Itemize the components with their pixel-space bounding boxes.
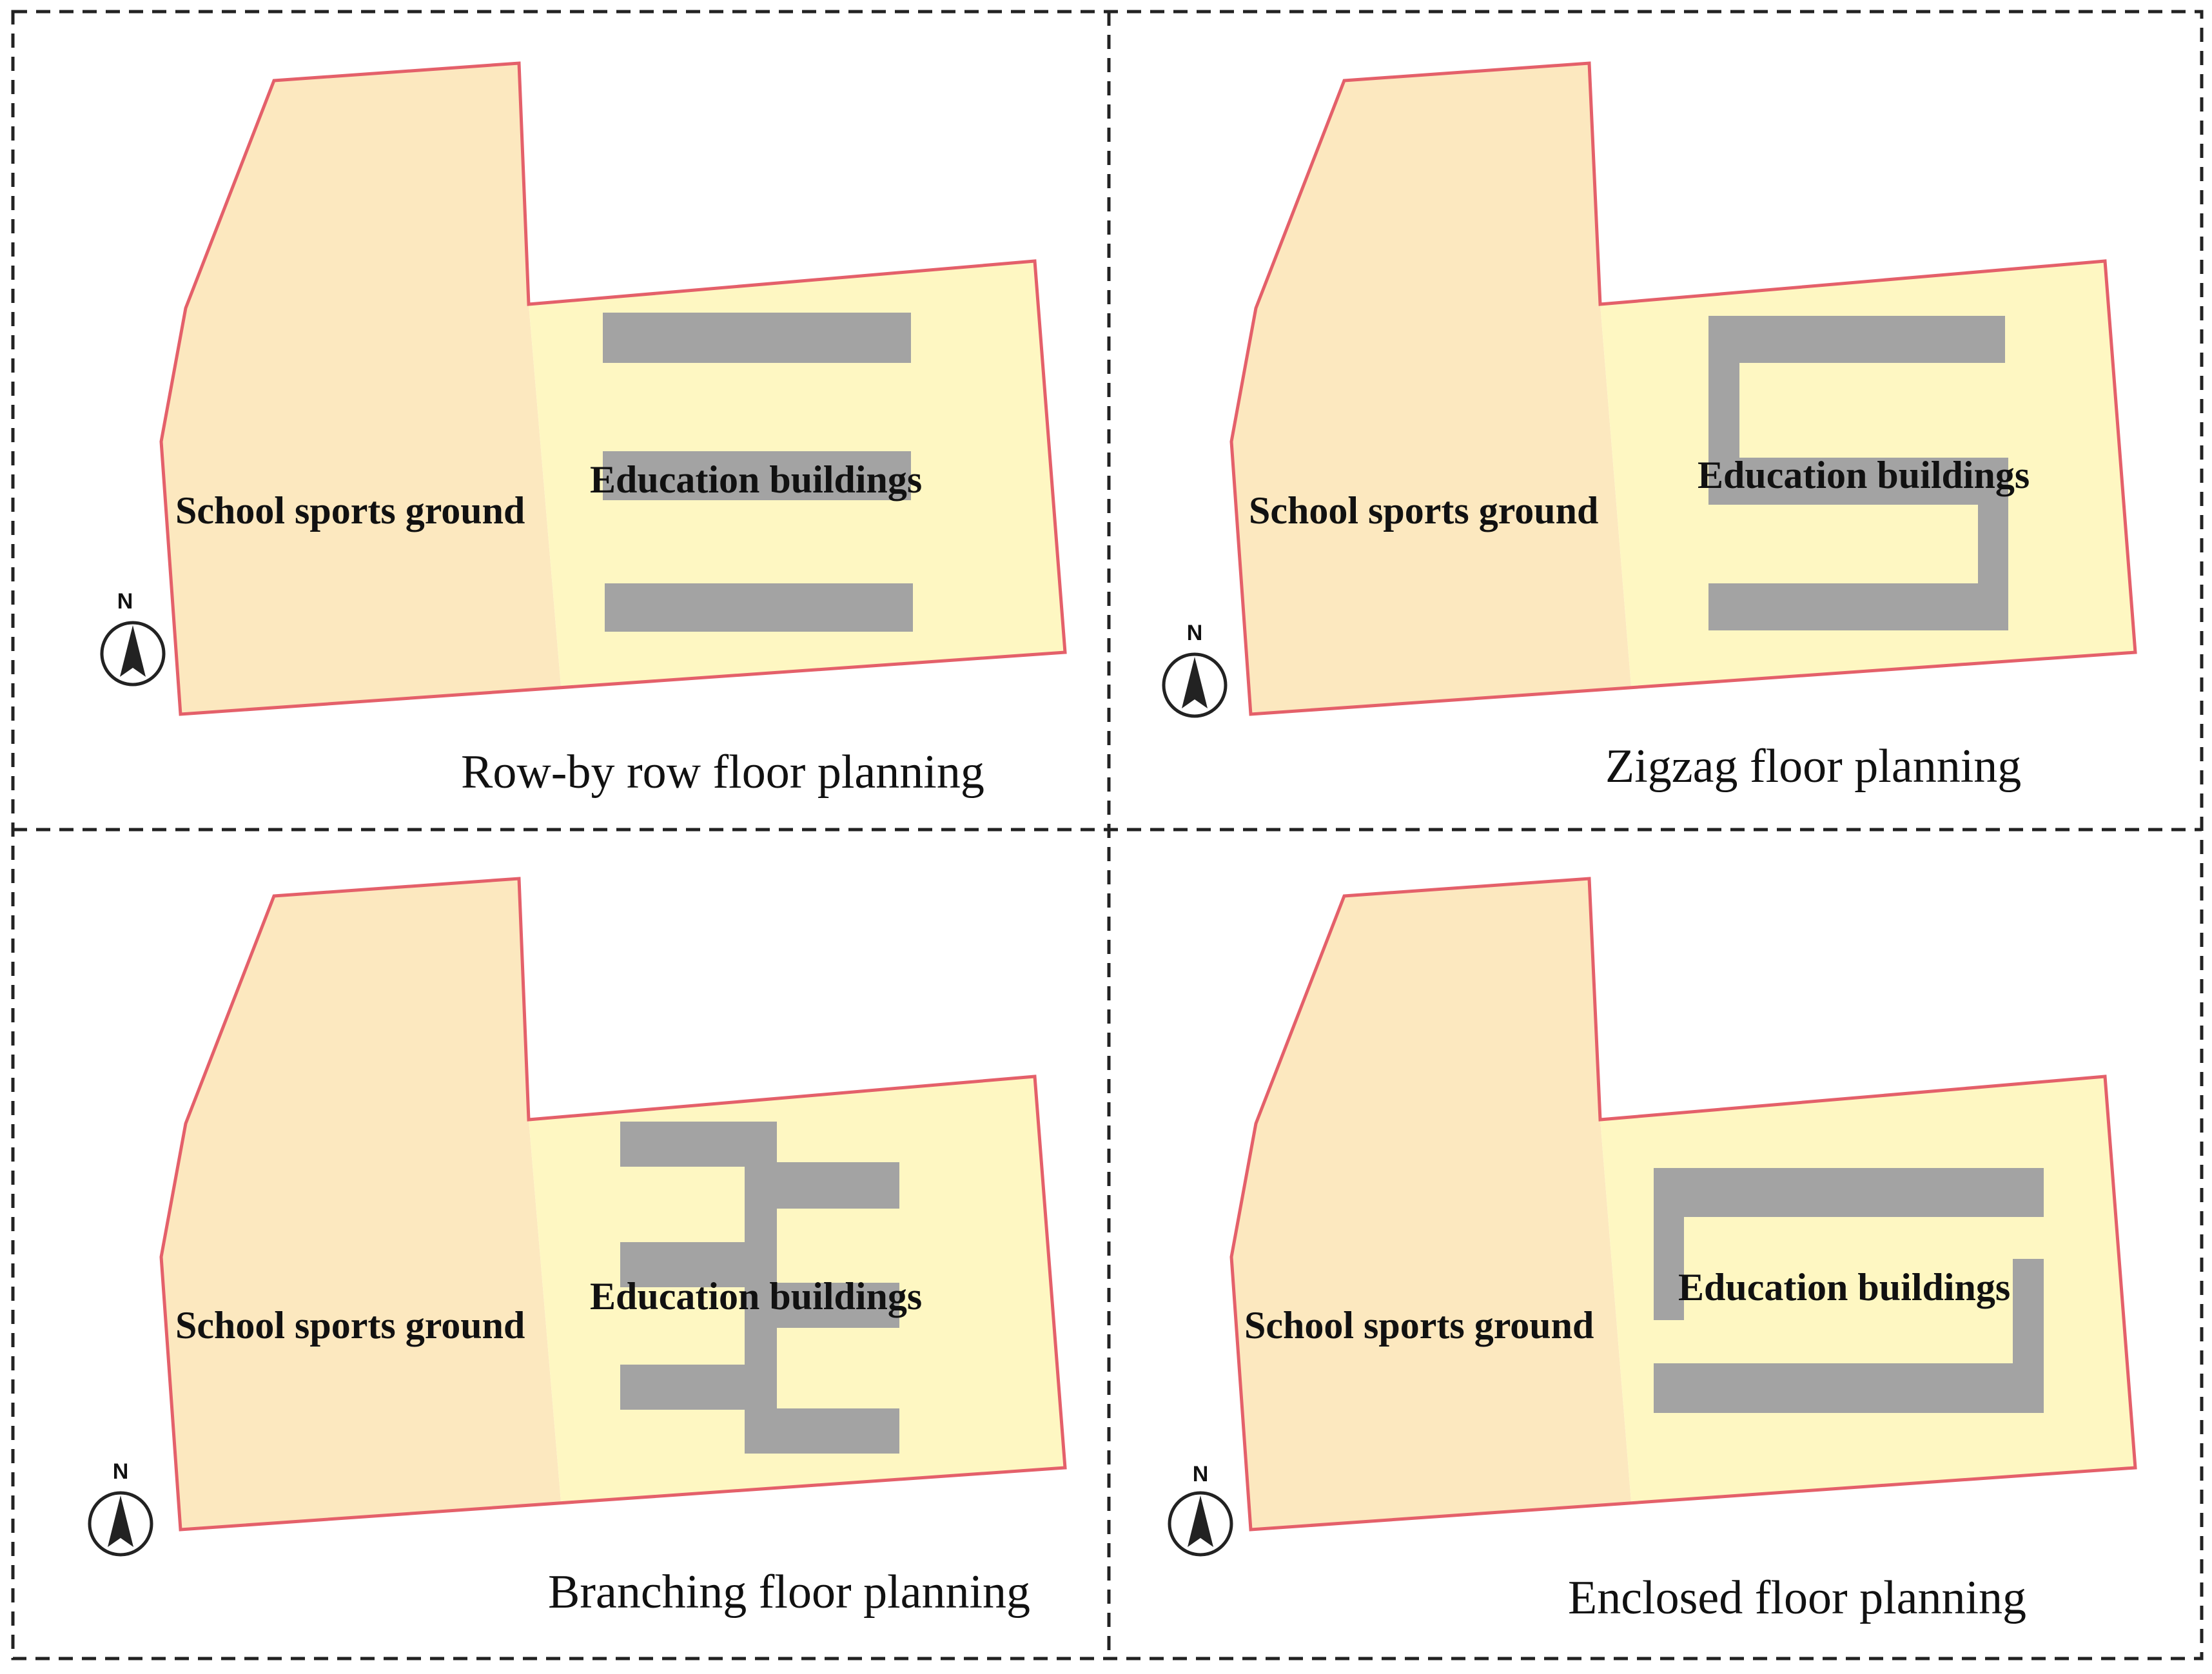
sports-ground-area xyxy=(1231,879,1631,1530)
north-arrow: N xyxy=(100,589,166,686)
site-boundary xyxy=(159,61,1067,716)
sports-ground-label: School sports ground xyxy=(1244,1304,1594,1347)
north-arrow: N xyxy=(88,1459,153,1557)
building-block xyxy=(605,583,913,632)
building-wing xyxy=(745,1408,899,1454)
education-buildings-group xyxy=(620,1122,899,1454)
panel-caption: Enclosed floor planning xyxy=(1568,1572,2026,1624)
education-buildings-label: Education buildings xyxy=(590,458,922,501)
site-boundary xyxy=(1229,61,2137,716)
building-wing xyxy=(745,1283,899,1328)
panel-branching: School sports ground Education buildings… xyxy=(88,877,1067,1619)
education-buildings-label: Education buildings xyxy=(590,1275,922,1318)
sports-ground-area xyxy=(161,879,561,1530)
sports-ground-label: School sports ground xyxy=(175,1304,525,1347)
building-block xyxy=(603,451,911,500)
education-buildings-label: Education buildings xyxy=(1678,1266,2010,1309)
panel-caption: Zigzag floor planning xyxy=(1605,740,2021,793)
building-wing xyxy=(620,1242,777,1287)
north-arrow: N xyxy=(1162,621,1228,718)
dashed-frame xyxy=(11,10,2204,1660)
enclosed-building xyxy=(1654,1168,2044,1413)
panel-row-by-row: School sports ground Education buildings… xyxy=(100,61,1067,799)
education-buildings-group xyxy=(603,313,913,632)
north-label: N xyxy=(113,1459,129,1484)
education-buildings-label: Education buildings xyxy=(1698,454,2030,496)
north-arrow-icon xyxy=(1188,1495,1213,1547)
building-wing xyxy=(745,1162,899,1209)
north-label: N xyxy=(1187,621,1203,645)
building-block xyxy=(603,313,911,363)
panel-enclosed: School sports ground Education buildings… xyxy=(1168,877,2137,1624)
site-boundary xyxy=(159,877,1067,1532)
north-label: N xyxy=(1193,1462,1209,1486)
north-arrow-icon xyxy=(1182,657,1208,708)
north-label: N xyxy=(117,589,133,614)
panel-zigzag: School sports ground Education buildings… xyxy=(1162,61,2137,793)
panel-caption: Branching floor planning xyxy=(548,1566,1030,1619)
panel-caption: Row-by row floor planning xyxy=(461,746,984,799)
sports-ground-area xyxy=(1231,63,1631,714)
sports-ground-label: School sports ground xyxy=(175,489,525,532)
building-wing xyxy=(620,1365,777,1410)
north-arrow-icon xyxy=(108,1495,133,1547)
site-boundary xyxy=(1229,877,2137,1532)
zigzag-building xyxy=(1708,316,2008,630)
north-arrow: N xyxy=(1168,1462,1233,1557)
sports-ground-label: School sports ground xyxy=(1249,489,1598,532)
building-wing xyxy=(620,1122,777,1167)
north-arrow-icon xyxy=(120,625,146,677)
sports-ground-area xyxy=(161,63,561,714)
